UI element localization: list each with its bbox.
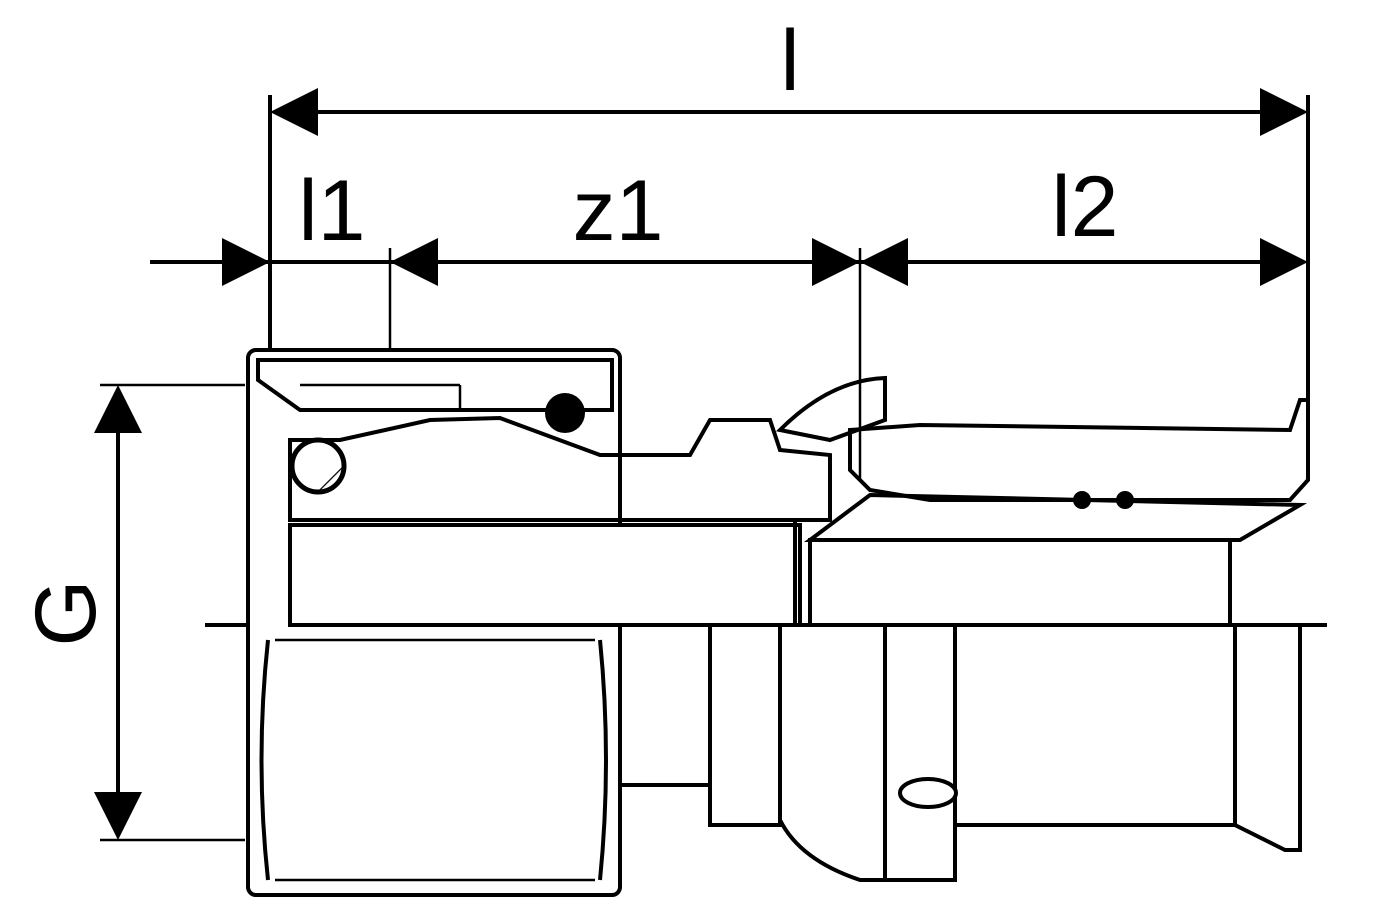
arrow-up bbox=[94, 385, 142, 433]
arrow-left bbox=[270, 88, 318, 136]
seal-ring bbox=[1116, 491, 1134, 509]
fitting-body bbox=[288, 375, 887, 882]
arrow-right bbox=[1260, 88, 1308, 136]
label-l2: l2 bbox=[1052, 159, 1119, 255]
arrow-down bbox=[94, 792, 142, 840]
label-l1: l1 bbox=[299, 163, 366, 259]
label-g: G bbox=[18, 580, 114, 647]
o-ring-icon bbox=[545, 393, 585, 433]
label-z1: z1 bbox=[573, 163, 664, 259]
arrow bbox=[390, 238, 438, 286]
inspection-window bbox=[898, 777, 958, 809]
arrow bbox=[222, 238, 270, 286]
arrow bbox=[1260, 238, 1308, 286]
seal-ring bbox=[1073, 491, 1091, 509]
dimension-chain: l1 z1 l2 bbox=[150, 159, 1308, 480]
dimension-g: G bbox=[18, 383, 245, 842]
o-ring-icon bbox=[289, 437, 347, 495]
label-l: l bbox=[780, 13, 799, 109]
arrow bbox=[812, 238, 860, 286]
arrow bbox=[860, 238, 908, 286]
press-sleeve bbox=[804, 398, 1310, 882]
